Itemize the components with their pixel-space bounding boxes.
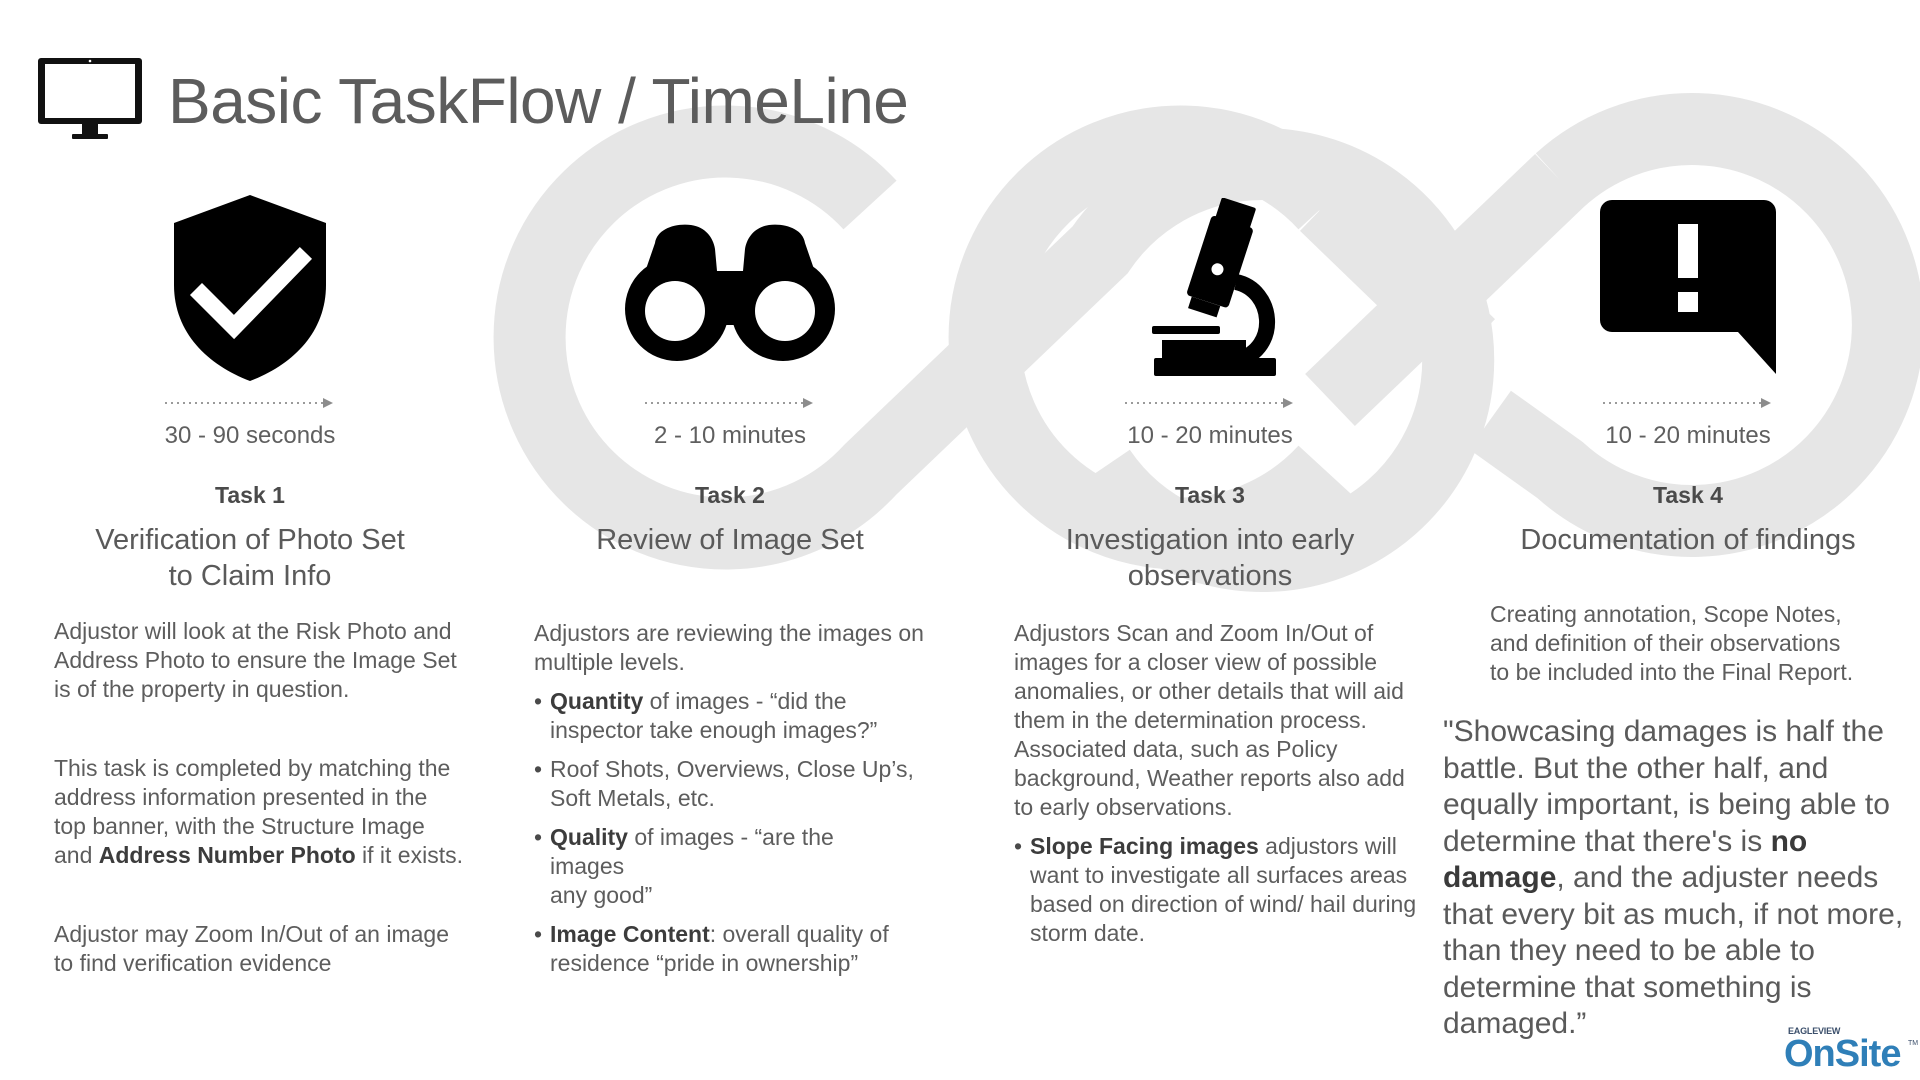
task-number: Task 1: [215, 482, 285, 508]
quote-part: "Showcasing damages is half the battle. …: [1443, 715, 1890, 858]
bullet-item: Quantity of images - “did the inspector …: [534, 687, 924, 745]
description-paragraph: This task is completed by matching the a…: [54, 754, 464, 870]
description-text: any good”: [550, 882, 653, 908]
task-heading: Documentation of findings: [1488, 522, 1888, 558]
description-paragraph: Adjustors are reviewing the images on mu…: [534, 620, 924, 675]
binoculars-icon: [625, 224, 835, 361]
description-bold-text: Address Number Photo: [98, 842, 356, 868]
description-text: of images - “did the inspector take enou…: [550, 688, 878, 743]
description-bold-text: Image Content: [550, 921, 710, 947]
timeline-arrow: [165, 398, 333, 408]
task-heading-line: Documentation of findings: [1520, 524, 1856, 556]
task-description: Adjustors Scan and Zoom In/Out of images…: [1014, 619, 1419, 948]
task-column-1: 30 - 90 seconds Task 1 Verification of P…: [20, 0, 480, 1080]
task-heading-line: Review of Image Set: [596, 524, 864, 556]
task-heading-line: to Claim Info: [168, 560, 332, 592]
task-column-4: 10 - 20 minutes Task 4 Documentation of …: [1458, 0, 1918, 1080]
task-heading-line: Verification of Photo Set: [95, 524, 405, 556]
description-line: to be included into the Final Report.: [1490, 659, 1854, 685]
task-icon-wrapper: [615, 188, 845, 388]
task-icon-wrapper: [1573, 188, 1803, 388]
description-bold-text: Slope Facing images: [1030, 833, 1259, 859]
task-duration: 30 - 90 seconds: [164, 422, 336, 449]
bullet-item: Image Content: overall quality of reside…: [534, 920, 924, 978]
shield-check-icon: [174, 195, 326, 381]
description-line: Creating annotation, Scope Notes,: [1490, 601, 1842, 627]
quote-part: , and the adjuster needs that every bit …: [1443, 861, 1904, 1040]
task-number: Task 4: [1653, 482, 1723, 508]
sub-bullet-item: Roof Shots, Overviews, Close Up’s, Soft …: [534, 755, 924, 813]
task-description: Adjustor will look at the Risk Photo and…: [54, 617, 464, 978]
bullet-item: Slope Facing images adjustors will want …: [1014, 832, 1419, 948]
task-column-3: 10 - 20 minutes Task 3 Investigation int…: [980, 0, 1440, 1080]
description-line: and definition of their observations: [1490, 630, 1841, 656]
description-paragraph: Adjustor may Zoom In/Out of an image to …: [54, 921, 450, 976]
task-heading: Investigation into early observations: [1010, 522, 1410, 594]
logo-trademark: TM: [1908, 1040, 1919, 1047]
task-column-2: 2 - 10 minutes Task 2 Review of Image Se…: [500, 0, 960, 1080]
task-icon-wrapper: [1095, 188, 1325, 388]
page-title: Basic TaskFlow / TimeLine: [168, 65, 909, 137]
alert-speech-bubble-icon: [1600, 200, 1776, 374]
task-heading: Review of Image Set: [530, 522, 930, 558]
logo-big-text: OnSite: [1784, 1033, 1901, 1075]
task-heading-line: observations: [1127, 560, 1293, 592]
timeline-arrow: [645, 398, 813, 408]
task-duration: 10 - 20 minutes: [1127, 422, 1293, 449]
logo-small-text: EAGLEVIEW: [1788, 1026, 1841, 1036]
task-duration: 10 - 20 minutes: [1605, 422, 1771, 449]
timeline-arrow: [1603, 398, 1771, 408]
task-number: Task 2: [695, 482, 765, 508]
microscope-icon: [1152, 198, 1276, 376]
timeline-arrow: [1125, 398, 1293, 408]
task-icon-wrapper: [135, 188, 365, 388]
task-heading: Verification of Photo Set to Claim Info: [50, 522, 450, 594]
quote-text: "Showcasing damages is half the battle. …: [1443, 714, 1915, 1043]
description-paragraph: Adjustor will look at the Risk Photo and…: [54, 618, 457, 702]
eagleview-onsite-logo: EAGLEVIEW OnSite TM: [1782, 1026, 1918, 1075]
task-description: Creating annotation, Scope Notes, and de…: [1490, 600, 1910, 687]
description-text: images: [550, 853, 625, 879]
description-bold-text: Quality: [550, 824, 628, 850]
task-description: Adjustors are reviewing the images on mu…: [534, 619, 924, 978]
description-text: : overall quality of residence “pride in…: [550, 921, 889, 976]
monitor-icon: [38, 58, 142, 139]
description-text: of images - “are the: [627, 824, 834, 850]
quote-bold-part: no damage: [1443, 824, 1808, 895]
task-number: Task 3: [1175, 482, 1245, 508]
description-text: adjustors will want to investigate all s…: [1030, 833, 1417, 946]
task-heading-line: Investigation into early: [1065, 524, 1355, 556]
task-duration: 2 - 10 minutes: [653, 422, 807, 449]
description-text: if it exists.: [355, 842, 463, 868]
description-bold-text: Quantity: [550, 688, 644, 714]
description-text: This task is completed by matching the a…: [54, 755, 451, 868]
description-paragraph: Adjustors Scan and Zoom In/Out of images…: [1014, 620, 1405, 820]
